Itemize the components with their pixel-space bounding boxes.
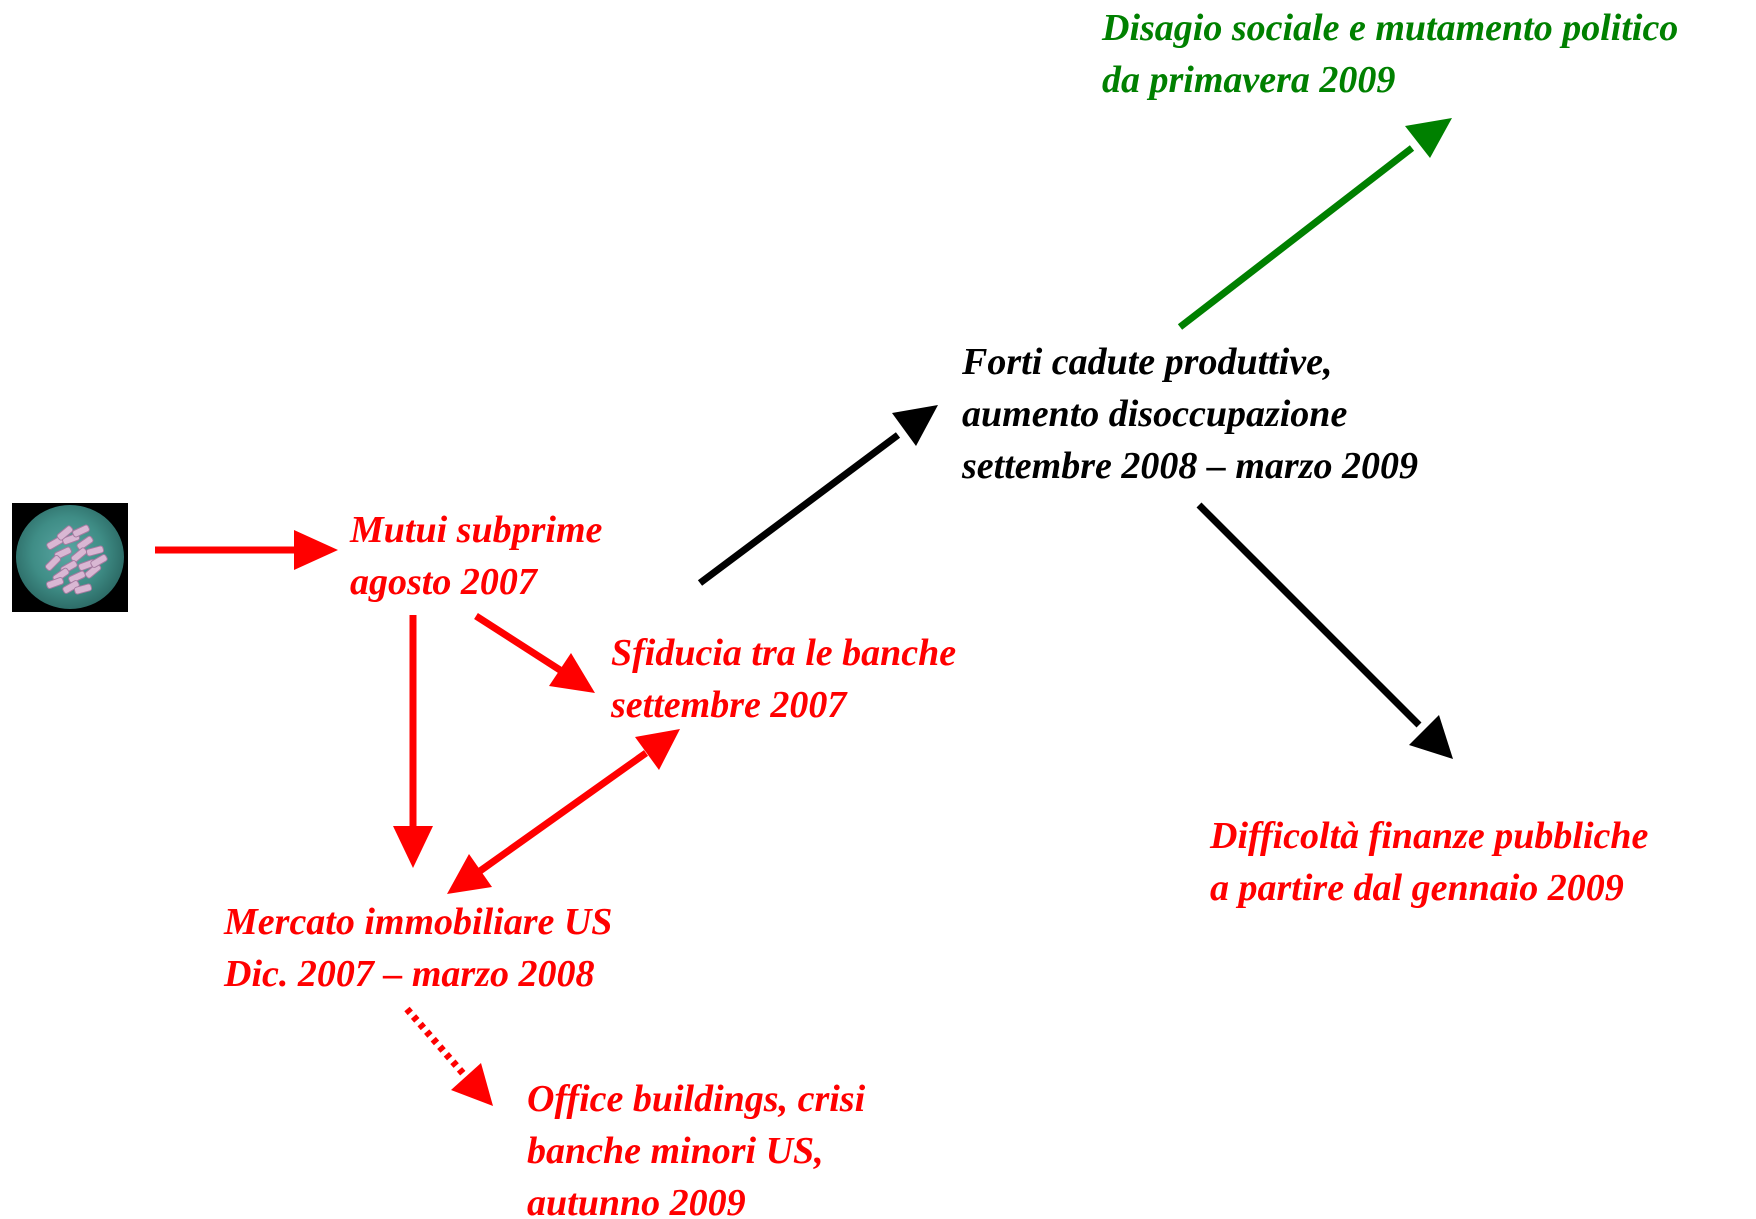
node-mutui-line1: Mutui subprime	[350, 509, 603, 551]
node-forti-cadute: Forti cadute produttive, aumento disoccu…	[962, 336, 1418, 492]
node-forti-line1: Forti cadute produttive,	[962, 341, 1333, 383]
arrow-mutui-to-sfiducia	[474, 613, 595, 693]
bacteria-petri-dish-icon	[12, 503, 128, 612]
node-office-buildings: Office buildings, crisi banche minori US…	[527, 1073, 865, 1219]
node-sfiducia-line1: Sfiducia tra le banche	[611, 632, 957, 674]
node-office-line3: autunno 2009	[527, 1182, 746, 1219]
node-forti-line3: settembre 2008 – marzo 2009	[962, 445, 1418, 487]
node-disagio-line1: Disagio sociale e mutamento politico	[1102, 7, 1679, 49]
node-difficolta-line2: a partire dal gennaio 2009	[1210, 867, 1624, 909]
node-sfiducia-banche: Sfiducia tra le banche settembre 2007	[611, 627, 956, 731]
node-office-line1: Office buildings, crisi	[527, 1078, 866, 1120]
node-difficolta-finanze: Difficoltà finanze pubbliche a partire d…	[1210, 810, 1648, 914]
node-office-line2: banche minori US,	[527, 1130, 824, 1172]
node-disagio-line2: da primavera 2009	[1102, 59, 1396, 101]
arrow-sfiducia-to-forti	[697, 405, 938, 586]
arrow-mercato-to-office-dotted	[404, 1006, 493, 1106]
node-mercato-immobiliare: Mercato immobiliare US Dic. 2007 – marzo…	[224, 896, 612, 1000]
node-forti-line2: aumento disoccupazione	[962, 393, 1348, 435]
arrow-sfiducia-mercato-bidirectional	[447, 729, 680, 894]
node-mutui-line2: agosto 2007	[350, 561, 537, 603]
node-sfiducia-line2: settembre 2007	[611, 684, 847, 726]
arrow-forti-to-disagio	[1177, 118, 1452, 330]
arrow-origin-to-mutui	[155, 530, 338, 570]
node-disagio-sociale: Disagio sociale e mutamento politico da …	[1102, 2, 1678, 106]
arrow-forti-to-difficolta	[1196, 502, 1453, 759]
node-mercato-line2: Dic. 2007 – marzo 2008	[224, 953, 595, 995]
node-mercato-line1: Mercato immobiliare US	[224, 901, 613, 943]
node-difficolta-line1: Difficoltà finanze pubbliche	[1210, 815, 1649, 857]
arrow-mutui-to-mercato	[393, 615, 433, 868]
node-mutui-subprime: Mutui subprime agosto 2007	[350, 504, 602, 608]
